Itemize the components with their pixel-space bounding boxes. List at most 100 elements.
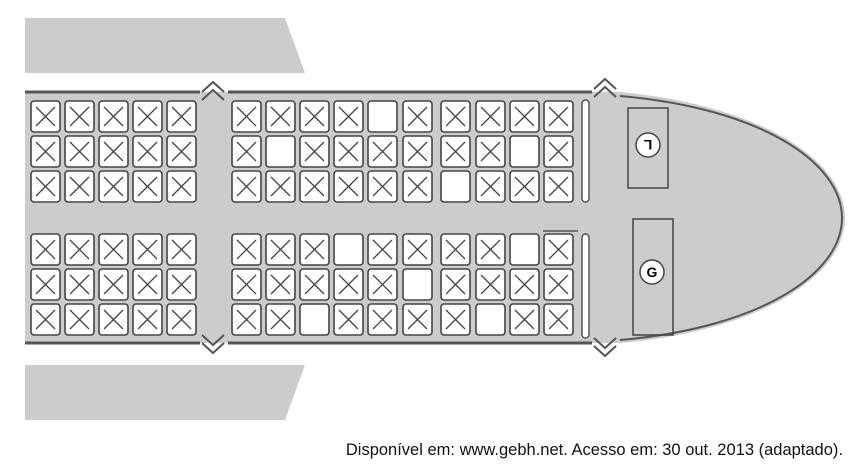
seat-occupied[interactable]	[64, 100, 95, 133]
seat-occupied[interactable]	[333, 268, 364, 301]
seat-occupied[interactable]	[367, 170, 398, 203]
seat-occupied[interactable]	[231, 170, 262, 203]
seat-occupied[interactable]	[132, 233, 163, 266]
seat-occupied[interactable]	[543, 170, 574, 203]
seat-occupied[interactable]	[402, 135, 433, 168]
seat-occupied[interactable]	[64, 268, 95, 301]
x-mark-icon	[137, 141, 158, 162]
seat-occupied[interactable]	[30, 233, 61, 266]
x-mark-icon	[35, 141, 56, 162]
seat-occupied[interactable]	[475, 233, 506, 266]
seat-available[interactable]	[509, 233, 540, 266]
seat-occupied[interactable]	[440, 100, 471, 133]
seat-occupied[interactable]	[402, 233, 433, 266]
seat-occupied[interactable]	[166, 170, 197, 203]
seat-occupied[interactable]	[231, 303, 262, 336]
seat-occupied[interactable]	[367, 135, 398, 168]
seat-occupied[interactable]	[166, 100, 197, 133]
seat-occupied[interactable]	[30, 170, 61, 203]
seat-occupied[interactable]	[166, 135, 197, 168]
seat-occupied[interactable]	[265, 170, 296, 203]
seat-occupied[interactable]	[98, 135, 129, 168]
seat-occupied[interactable]	[132, 100, 163, 133]
seat-occupied[interactable]	[367, 268, 398, 301]
seat-occupied[interactable]	[333, 170, 364, 203]
seat-occupied[interactable]	[299, 135, 330, 168]
seat-available[interactable]	[475, 303, 506, 336]
seat-occupied[interactable]	[543, 268, 574, 301]
seat-available[interactable]	[509, 135, 540, 168]
seat-occupied[interactable]	[30, 303, 61, 336]
seat-occupied[interactable]	[166, 233, 197, 266]
seat-occupied[interactable]	[166, 303, 197, 336]
seat-occupied[interactable]	[509, 170, 540, 203]
seat-available[interactable]	[367, 100, 398, 133]
x-mark-icon	[548, 239, 569, 260]
seat-occupied[interactable]	[231, 100, 262, 133]
seat-occupied[interactable]	[166, 268, 197, 301]
seat-occupied[interactable]	[30, 268, 61, 301]
x-mark-icon	[137, 274, 158, 295]
seat-occupied[interactable]	[98, 303, 129, 336]
seat-occupied[interactable]	[440, 135, 471, 168]
seat-occupied[interactable]	[132, 303, 163, 336]
seat-occupied[interactable]	[440, 303, 471, 336]
seat-occupied[interactable]	[333, 135, 364, 168]
x-mark-icon	[480, 106, 501, 127]
seat-occupied[interactable]	[543, 233, 574, 266]
seat-available[interactable]	[440, 170, 471, 203]
seat-available[interactable]	[265, 135, 296, 168]
seat-occupied[interactable]	[543, 100, 574, 133]
seat-occupied[interactable]	[509, 268, 540, 301]
galley: G	[632, 218, 674, 336]
seat-available[interactable]	[299, 303, 330, 336]
seat-occupied[interactable]	[231, 233, 262, 266]
seat-occupied[interactable]	[475, 268, 506, 301]
seat-available[interactable]	[333, 233, 364, 266]
seat-occupied[interactable]	[367, 303, 398, 336]
seat-occupied[interactable]	[333, 303, 364, 336]
seat-occupied[interactable]	[299, 268, 330, 301]
seat-occupied[interactable]	[98, 170, 129, 203]
seat-available[interactable]	[402, 268, 433, 301]
seat-occupied[interactable]	[98, 233, 129, 266]
seat-occupied[interactable]	[265, 233, 296, 266]
seat-occupied[interactable]	[402, 303, 433, 336]
seat-occupied[interactable]	[64, 233, 95, 266]
seat-occupied[interactable]	[132, 135, 163, 168]
seat-occupied[interactable]	[132, 268, 163, 301]
seat-occupied[interactable]	[132, 170, 163, 203]
seat-occupied[interactable]	[333, 100, 364, 133]
seat-occupied[interactable]	[509, 303, 540, 336]
seat-occupied[interactable]	[440, 233, 471, 266]
seat-occupied[interactable]	[402, 170, 433, 203]
seat-occupied[interactable]	[64, 303, 95, 336]
seat-occupied[interactable]	[64, 135, 95, 168]
seat-occupied[interactable]	[231, 135, 262, 168]
seat-occupied[interactable]	[30, 135, 61, 168]
x-mark-icon	[372, 176, 393, 197]
seat-occupied[interactable]	[475, 100, 506, 133]
seat-occupied[interactable]	[475, 170, 506, 203]
seat-occupied[interactable]	[265, 100, 296, 133]
seat-occupied[interactable]	[64, 170, 95, 203]
seat-occupied[interactable]	[475, 135, 506, 168]
x-mark-icon	[304, 239, 325, 260]
seat-occupied[interactable]	[299, 100, 330, 133]
seat-occupied[interactable]	[265, 303, 296, 336]
seat-occupied[interactable]	[98, 100, 129, 133]
seat-occupied[interactable]	[265, 268, 296, 301]
seat-occupied[interactable]	[299, 170, 330, 203]
x-mark-icon	[548, 176, 569, 197]
seat-occupied[interactable]	[231, 268, 262, 301]
seat-occupied[interactable]	[367, 233, 398, 266]
seat-occupied[interactable]	[98, 268, 129, 301]
door-chevron-icon	[201, 80, 225, 93]
seat-occupied[interactable]	[299, 233, 330, 266]
seat-occupied[interactable]	[30, 100, 61, 133]
seat-occupied[interactable]	[543, 135, 574, 168]
seat-occupied[interactable]	[543, 303, 574, 336]
seat-occupied[interactable]	[440, 268, 471, 301]
seat-occupied[interactable]	[509, 100, 540, 133]
seat-occupied[interactable]	[402, 100, 433, 133]
